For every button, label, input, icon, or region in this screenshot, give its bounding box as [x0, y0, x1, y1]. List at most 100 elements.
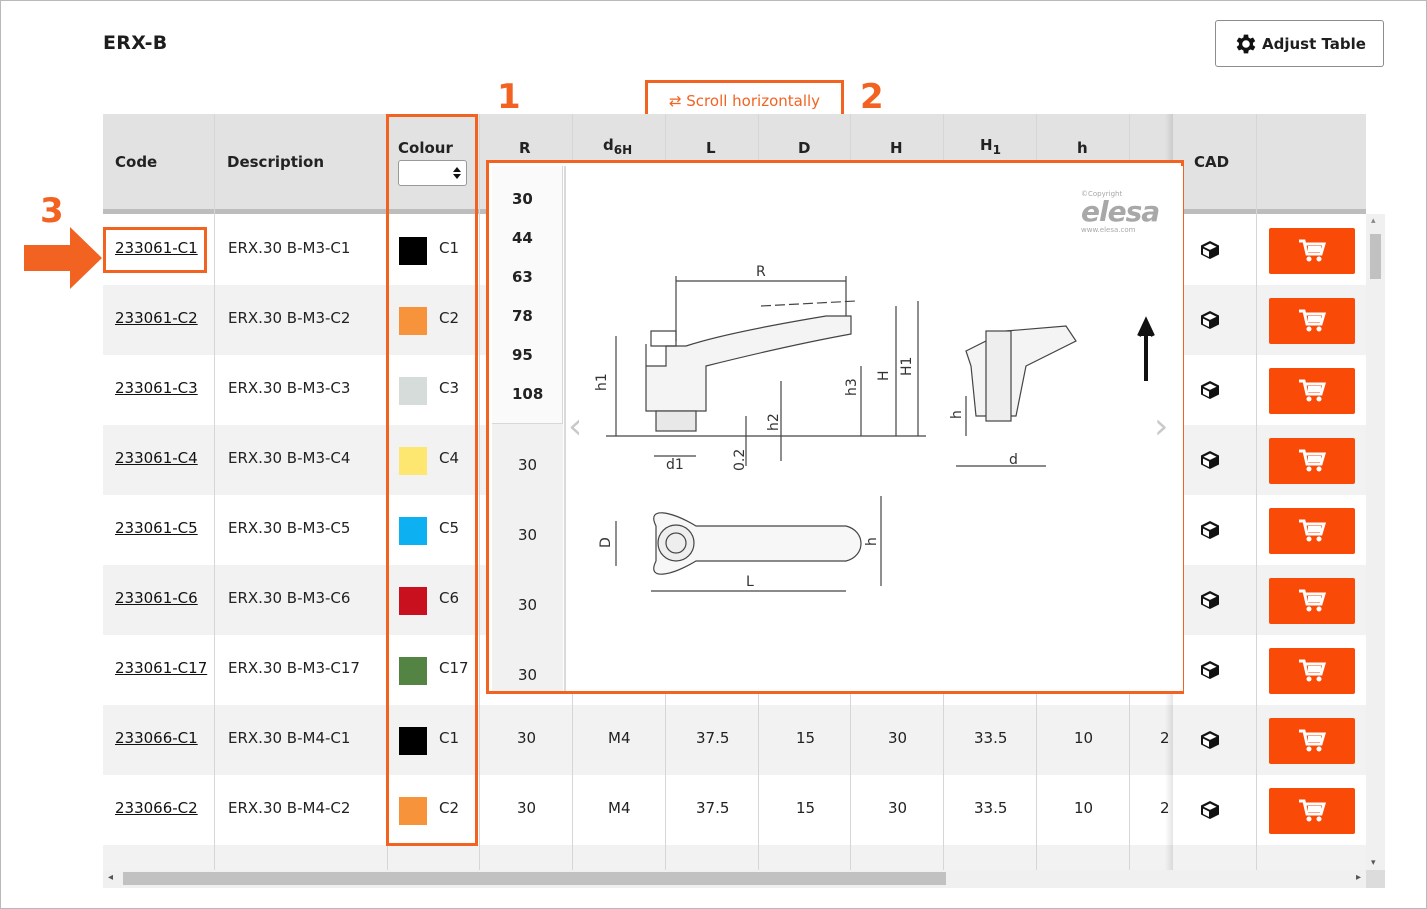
cube-icon[interactable] — [1199, 799, 1221, 821]
header-d6h-main: d — [603, 136, 614, 154]
dim-label-h: h — [949, 410, 965, 419]
horizontal-scrollbar-thumb[interactable] — [123, 872, 946, 885]
header-h1[interactable]: H1 — [980, 136, 1001, 157]
add-to-cart-button[interactable] — [1269, 508, 1355, 554]
horizontal-scrollbar[interactable]: ◂ ▸ — [103, 870, 1366, 888]
add-to-cart-button[interactable] — [1269, 718, 1355, 764]
r-option[interactable]: 108 — [512, 385, 544, 403]
header-d6h-sub: 6H — [613, 143, 633, 157]
add-to-cart-button[interactable] — [1269, 228, 1355, 274]
product-description: ERX.30 B-M3-C4 — [228, 449, 351, 467]
popup-r-value: 30 — [518, 526, 538, 544]
scroll-right-icon[interactable]: ▸ — [1355, 872, 1361, 883]
add-to-cart-button[interactable] — [1269, 298, 1355, 344]
product-code-link[interactable]: 233061-C5 — [115, 519, 198, 537]
header-r[interactable]: R — [519, 139, 531, 157]
value-extra: 2 — [1160, 729, 1170, 747]
cart-icon — [1299, 799, 1326, 822]
header-d6h[interactable]: d6H — [603, 136, 632, 157]
header-h-upper[interactable]: H — [890, 139, 903, 157]
header-d[interactable]: D — [798, 139, 811, 157]
product-description: ERX.30 B-M3-C3 — [228, 379, 351, 397]
value-h-lower: 10 — [1074, 729, 1094, 747]
page-title: ERX-B — [103, 32, 168, 54]
scroll-down-icon[interactable]: ▾ — [1371, 858, 1376, 868]
cube-icon[interactable] — [1199, 659, 1221, 681]
product-code-link[interactable]: 233066-C2 — [115, 799, 198, 817]
vertical-scrollbar-thumb[interactable] — [1370, 234, 1381, 279]
product-code-link[interactable]: 233061-C2 — [115, 309, 198, 327]
header-h1-sub: 1 — [992, 143, 1001, 157]
value-extra: 2 — [1160, 799, 1170, 817]
cart-icon — [1299, 309, 1326, 332]
arrow-right-icon — [24, 227, 102, 289]
add-to-cart-button[interactable] — [1269, 788, 1355, 834]
column-divider — [479, 114, 480, 870]
product-description: ERX.30 B-M3-C1 — [228, 239, 351, 257]
cart-icon — [1299, 729, 1326, 752]
colour-swatch — [399, 517, 427, 545]
header-description[interactable]: Description — [227, 153, 325, 171]
value-d: 15 — [796, 729, 816, 747]
colour-swatch — [399, 797, 427, 825]
value-r: 30 — [517, 729, 537, 747]
r-option[interactable]: 63 — [512, 268, 533, 286]
product-code-link[interactable]: 233061-C17 — [115, 659, 208, 677]
adjust-table-label: Adjust Table — [1262, 34, 1366, 53]
r-option[interactable]: 95 — [512, 346, 533, 364]
popup-r-value: 30 — [518, 666, 538, 684]
popup-r-dropdown[interactable] — [492, 166, 563, 424]
header-l[interactable]: L — [706, 139, 716, 157]
add-to-cart-button[interactable] — [1269, 438, 1355, 484]
colour-swatch — [399, 727, 427, 755]
colour-column-highlight — [386, 114, 478, 846]
header-colour[interactable]: Colour — [398, 139, 453, 157]
r-option[interactable]: 30 — [512, 190, 533, 208]
column-divider — [1256, 215, 1257, 870]
product-code-link[interactable]: 233061-C3 — [115, 379, 198, 397]
cube-icon[interactable] — [1199, 519, 1221, 541]
add-to-cart-button[interactable] — [1269, 368, 1355, 414]
dim-label-h2: h2 — [766, 413, 782, 431]
cube-icon[interactable] — [1199, 379, 1221, 401]
value-h-lower: 10 — [1074, 799, 1094, 817]
add-to-cart-button[interactable] — [1269, 648, 1355, 694]
dim-label-h3: h3 — [844, 378, 860, 396]
cart-icon — [1299, 239, 1326, 262]
colour-filter-select[interactable] — [398, 160, 467, 186]
prev-image-icon[interactable]: ‹ — [568, 406, 583, 447]
header-code[interactable]: Code — [115, 153, 158, 171]
colour-swatch — [399, 377, 427, 405]
adjust-table-button[interactable]: Adjust Table — [1215, 20, 1384, 67]
copyright-text: ©Copyright — [1081, 190, 1123, 198]
cube-icon[interactable] — [1199, 449, 1221, 471]
dim-label-h-side: h — [864, 537, 880, 546]
vertical-scrollbar[interactable]: ▴ ▾ — [1366, 214, 1385, 870]
dim-label-H1: H1 — [899, 357, 915, 376]
colour-code: C3 — [439, 379, 460, 397]
r-option[interactable]: 44 — [512, 229, 533, 247]
cart-icon — [1299, 659, 1326, 682]
cube-icon[interactable] — [1199, 589, 1221, 611]
product-description: ERX.30 B-M3-C5 — [228, 519, 351, 537]
scroll-up-icon[interactable]: ▴ — [1371, 216, 1376, 226]
header-h-lower[interactable]: h — [1077, 139, 1088, 157]
product-code-link[interactable]: 233061-C6 — [115, 589, 198, 607]
product-code-link[interactable]: 233061-C1 — [115, 239, 198, 257]
brand-text: elesa — [1081, 195, 1160, 228]
value-d6h: M4 — [608, 799, 631, 817]
scroll-left-icon[interactable]: ◂ — [108, 872, 114, 883]
product-code-link[interactable]: 233066-C1 — [115, 729, 198, 747]
header-h1-main: H — [980, 136, 993, 154]
colour-swatch — [399, 447, 427, 475]
cube-icon[interactable] — [1199, 729, 1221, 751]
add-to-cart-button[interactable] — [1269, 578, 1355, 624]
cube-icon[interactable] — [1199, 239, 1221, 261]
r-option[interactable]: 78 — [512, 307, 533, 325]
product-code-link[interactable]: 233061-C4 — [115, 449, 198, 467]
cart-icon — [1299, 379, 1326, 402]
next-image-icon[interactable]: › — [1154, 406, 1169, 447]
cube-icon[interactable] — [1199, 309, 1221, 331]
table-row — [103, 845, 1366, 870]
